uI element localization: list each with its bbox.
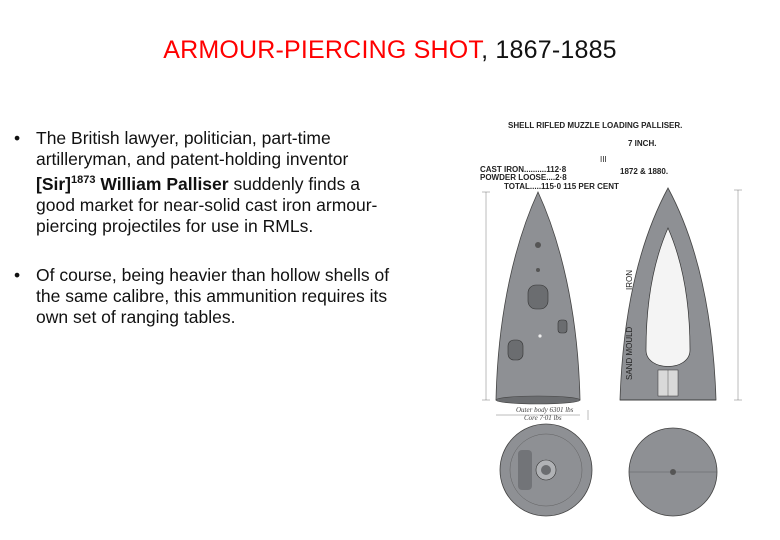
bullet-1-superscript: 1873 bbox=[71, 174, 96, 186]
bullet-item-1: • The British lawyer, politician, part-t… bbox=[14, 128, 392, 237]
title-separator: , bbox=[481, 36, 489, 64]
drawing-cast-iron: CAST IRON..........112·8 bbox=[480, 165, 567, 174]
title-dates: 1867-1885 bbox=[495, 36, 617, 64]
base-note-1: Outer body 6301 lbs bbox=[516, 406, 574, 414]
bullet-2-text: Of course, being heavier than hollow she… bbox=[36, 264, 390, 327]
shell-section-view: IRON SAND MOULD bbox=[619, 187, 717, 401]
bullet-item-2: • Of course, being heavier than hollow s… bbox=[14, 264, 392, 328]
bullet-1-text-end: suddenly finds a good market for near-so… bbox=[36, 173, 378, 236]
title-main: ARMOUR-PIERCING SHOT bbox=[163, 36, 482, 64]
bullet-1-bold-b: William Palliser bbox=[95, 173, 229, 194]
drawing-calibre: 7 INCH. bbox=[628, 139, 656, 148]
bullet-dot: • bbox=[14, 264, 21, 285]
section-label-sand-mould: SAND MOULD bbox=[625, 326, 634, 380]
shell-diagram-svg: SHELL RIFLED MUZZLE LOADING PALLISER. 7 … bbox=[480, 121, 742, 517]
palliser-shell-drawing: SHELL RIFLED MUZZLE LOADING PALLISER. 7 … bbox=[468, 110, 768, 530]
bullet-1-text: The British lawyer, politician, part-tim… bbox=[36, 128, 349, 169]
drawing-mark: III bbox=[600, 155, 607, 164]
base-note-2: Core 7·01 lbs bbox=[524, 414, 562, 422]
dimension-lines bbox=[482, 189, 742, 420]
drawing-header: SHELL RIFLED MUZZLE LOADING PALLISER. bbox=[508, 121, 682, 130]
section-label-iron: IRON bbox=[625, 270, 634, 290]
bullet-list: • The British lawyer, politician, part-t… bbox=[14, 128, 392, 356]
bullet-dot: • bbox=[14, 128, 21, 148]
shell-exterior-view bbox=[495, 191, 581, 405]
shell-base-elevation bbox=[628, 427, 718, 517]
drawing-total: TOTAL.....115·0 115 PER CENT bbox=[504, 182, 619, 191]
bullet-1-bold-a: [Sir] bbox=[36, 173, 71, 194]
drawing-powder-loose: POWDER LOOSE....2·8 bbox=[480, 173, 567, 182]
drawing-pattern-ref: 1872 & 1880. bbox=[620, 167, 668, 176]
shell-base-view: Outer body 6301 lbs Core 7·01 lbs bbox=[499, 406, 593, 517]
slide-title: ARMOUR-PIERCING SHOT, 1867-1885 bbox=[0, 36, 780, 65]
